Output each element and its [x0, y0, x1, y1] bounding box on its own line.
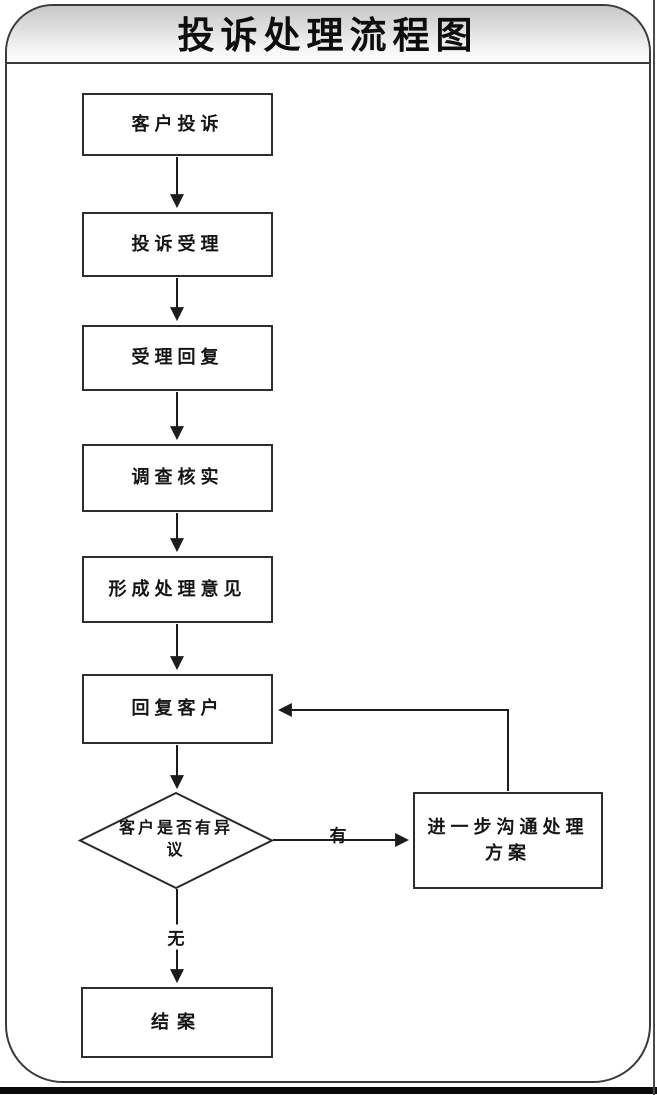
node-label: 投诉受理	[131, 233, 224, 254]
node-label: 客户投诉	[131, 113, 224, 134]
title-band: 投诉处理流程图	[7, 6, 649, 64]
node-further-communication-plan: 进一步沟通处理方案	[413, 792, 603, 889]
node-reply-to-customer: 回复客户	[82, 674, 273, 744]
node-label: 受理回复	[131, 347, 224, 368]
flowchart-title: 投诉处理流程图	[177, 15, 479, 56]
node-complaint-acceptance: 投诉受理	[82, 212, 273, 277]
screenshot-bottom-edge	[0, 1087, 657, 1094]
node-form-handling-opinion: 形成处理意见	[82, 556, 273, 623]
edge-label-no: 无	[165, 924, 187, 950]
node-label: 回复客户	[131, 698, 224, 719]
screenshot-right-edge	[653, 0, 655, 1095]
node-label: 形成处理意见	[108, 578, 247, 599]
node-customer-complaint: 客户投诉	[82, 93, 273, 156]
node-close-case: 结案	[81, 987, 273, 1058]
node-label: 结案	[151, 1011, 203, 1032]
node-investigation-verification: 调查核实	[82, 444, 273, 512]
node-acceptance-reply: 受理回复	[82, 325, 273, 391]
decision-label: 客户是否有异议	[118, 819, 233, 859]
node-label: 进一步沟通处理方案	[427, 817, 589, 863]
node-label: 调查核实	[131, 467, 224, 488]
flowchart-frame: 投诉处理流程图	[5, 4, 651, 1083]
edge-label-yes: 有	[329, 826, 347, 846]
